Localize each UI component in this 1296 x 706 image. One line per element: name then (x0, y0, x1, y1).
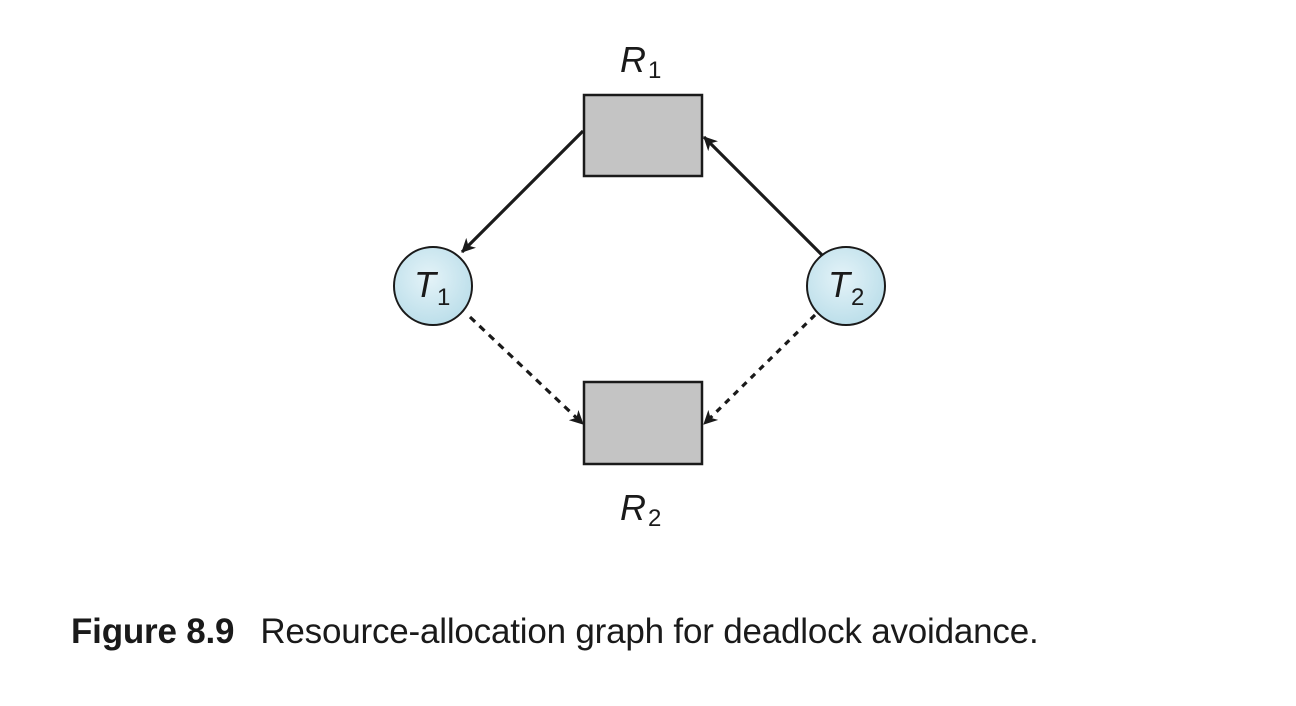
thread-t1-circle (393, 246, 473, 326)
thread-t2: T2 (806, 246, 886, 326)
request-edge-t2-to-r1 (702, 135, 824, 257)
resource-r2-box (582, 380, 704, 466)
resource-r1-box (582, 93, 704, 178)
claim-edge-t1-to-r2 (468, 315, 585, 426)
resource-r2-label: R2 (620, 487, 661, 532)
figure-caption-text: Resource-allocation graph for deadlock a… (260, 612, 1039, 651)
resource-r1-label: R1 (620, 39, 661, 84)
assignment-edge-r1-to-t1 (460, 129, 585, 254)
thread-t1: T1 (393, 246, 473, 326)
figure-caption: Figure 8.9 Resource-allocation graph for … (71, 612, 1039, 652)
thread-t2-circle (806, 246, 886, 326)
figure-number: Figure 8.9 (71, 612, 235, 651)
thread-t1-label: T1 (414, 264, 450, 311)
thread-t2-label: T2 (828, 264, 864, 311)
claim-edge-t2-to-r2 (702, 313, 817, 426)
resource-r1: R1 (582, 39, 704, 178)
resource-r2: R2 (582, 380, 704, 532)
